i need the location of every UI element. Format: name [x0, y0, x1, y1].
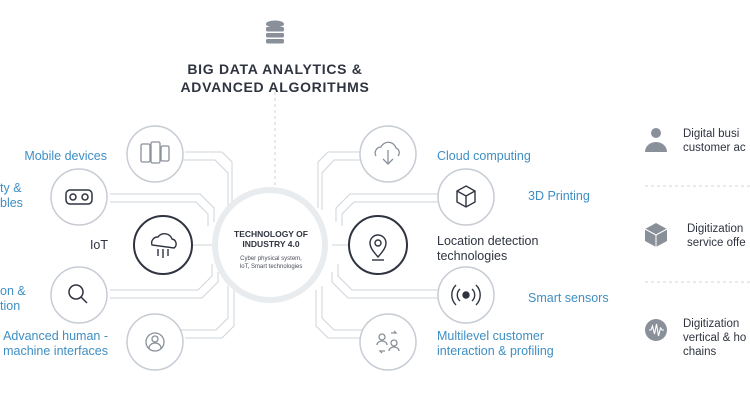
location-pin-icon: [369, 234, 387, 261]
panel-item-2-line-1: Digitization: [687, 223, 744, 235]
label-vr-line-1: ty &: [0, 181, 22, 195]
node-mobile-devices: [126, 125, 184, 183]
database-icon: [266, 20, 284, 44]
magnifier-icon: [68, 284, 88, 304]
label-3d-printing: 3D Printing: [528, 189, 590, 203]
panel-item-3-line-2: vertical & ho: [683, 332, 747, 344]
label-vr-wearables: ty & bles: [0, 181, 23, 211]
panel-item-3-line-1: Digitization: [683, 318, 740, 330]
label-magnifier: on & tion: [0, 284, 26, 314]
connector-left-2b: [110, 201, 209, 226]
connector-left-5b: [180, 286, 229, 331]
panel-item-1: Digital busi customer ac: [683, 127, 746, 155]
hub-circle: [212, 187, 328, 303]
label-cloud-computing: Cloud computing: [437, 149, 531, 163]
label-location: Location detection technologies: [437, 234, 538, 264]
cloud-download-icon: [374, 141, 400, 165]
panel-item-2-line-2: service offe: [687, 237, 746, 249]
label-mobile-devices: Mobile devices: [24, 149, 107, 163]
connector-right-1b: [321, 159, 364, 210]
label-location-line-2: technologies: [437, 249, 508, 263]
connector-left-4: [110, 264, 213, 291]
label-magnifier-line-1: on &: [0, 284, 26, 298]
connector-right-2: [335, 193, 440, 222]
hub-sub-line-1: Cyber physical system,: [240, 256, 302, 262]
label-magnifier-line-2: tion: [0, 299, 21, 313]
hub-title: TECHNOLOGY OF INDUSTRY 4.0: [216, 229, 326, 249]
node-magnifier: [50, 266, 108, 324]
connector-left-2: [110, 193, 215, 222]
panel-item-3-line-3: chains: [683, 346, 717, 358]
panel-item-3: Digitization vertical & ho chains: [683, 317, 746, 359]
box-icon: [644, 223, 668, 247]
connector-left-5: [185, 290, 235, 339]
user-swap-icon: [376, 330, 400, 354]
node-customer-interaction: [359, 313, 417, 371]
node-iot: [133, 215, 193, 275]
diagram-title: BIG DATA ANALYTICS & ADVANCED ALGORITHMS: [150, 60, 400, 96]
label-hmi-line-2: machine interfaces: [3, 344, 108, 358]
node-vr-wearables: [50, 168, 108, 226]
connector-right-4: [337, 264, 440, 291]
label-customer-interaction: Multilevel customer interaction & profil…: [437, 329, 554, 359]
panel-item-2: Digitization service offe: [687, 222, 746, 250]
panel-item-1-line-1: Digital busi: [683, 128, 740, 140]
connector-left-1: [185, 151, 233, 208]
hub-title-line-1: TECHNOLOGY OF: [234, 229, 308, 239]
connector-right-1: [317, 151, 360, 208]
label-smart-sensors: Smart sensors: [528, 291, 609, 305]
hub-sub-line-2: IoT, Smart technologies: [239, 263, 303, 270]
iot-cloud-icon: [150, 233, 177, 258]
connector-right-5: [315, 290, 362, 339]
node-3d-printing: [437, 168, 495, 226]
connector-right-4b: [331, 272, 440, 299]
node-smart-sensors: [437, 266, 495, 324]
connector-left-4b: [110, 272, 219, 299]
label-cust-line-1: Multilevel customer: [437, 329, 544, 343]
title-line-2: ADVANCED ALGORITHMS: [180, 79, 370, 95]
waveform-icon: [645, 319, 667, 341]
connector-right-2b: [341, 201, 440, 226]
person-icon: [645, 128, 667, 152]
label-human-machine: Advanced human - machine interfaces: [0, 329, 108, 359]
connector-lines: [110, 92, 750, 339]
node-cloud-computing: [359, 125, 417, 183]
hub-subtitle: Cyber physical system, IoT, Smart techno…: [220, 256, 322, 271]
label-location-line-1: Location detection: [437, 234, 539, 248]
connector-right-5b: [321, 286, 366, 331]
connector-left-1b: [180, 159, 229, 210]
hub-title-line-2: INDUSTRY 4.0: [242, 239, 300, 249]
label-cust-line-2: interaction & profiling: [437, 344, 554, 358]
node-location: [348, 215, 408, 275]
vr-headset-icon: [65, 189, 93, 205]
label-vr-line-2: bles: [0, 196, 23, 210]
user-interface-icon: [145, 332, 165, 352]
title-line-1: BIG DATA ANALYTICS &: [187, 61, 363, 77]
label-hmi-line-1: Advanced human -: [3, 329, 108, 343]
panel-item-1-line-2: customer ac: [683, 142, 746, 154]
mobile-devices-icon: [140, 141, 170, 164]
sensor-signal-icon: [451, 284, 481, 306]
node-human-machine: [126, 313, 184, 371]
3d-cube-icon: [456, 185, 476, 208]
label-iot: IoT: [89, 238, 108, 252]
